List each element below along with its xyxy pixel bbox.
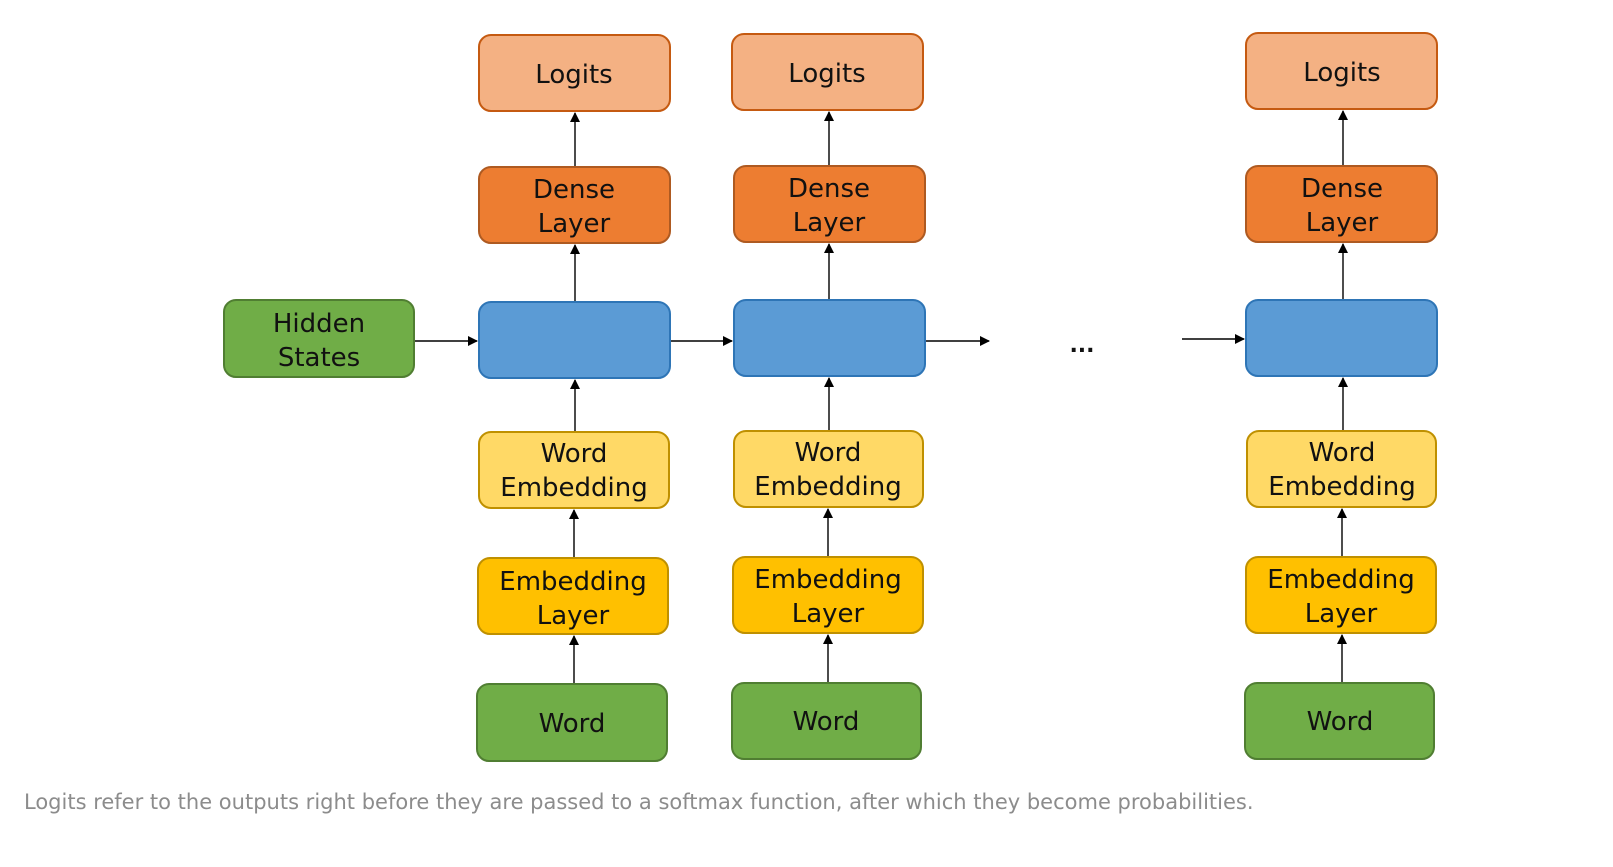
dense-layer-node: Dense Layer: [733, 165, 926, 243]
word-node: Word: [1244, 682, 1435, 760]
recurrent-cell-node: [733, 299, 926, 377]
embedding-layer-label-line1: Embedding: [754, 565, 901, 595]
embedding-layer-node: Embedding Layer: [732, 556, 924, 634]
dense-layer-label-line2: Layer: [1306, 208, 1379, 238]
dense-layer-node: Dense Layer: [1245, 165, 1438, 243]
logits-node: Logits: [478, 34, 671, 112]
word-label: Word: [793, 707, 860, 737]
embedding-layer-label-line2: Layer: [1305, 599, 1378, 629]
hidden-states-label-line1: Hidden: [273, 309, 365, 339]
embedding-layer-label-line2: Layer: [792, 599, 865, 629]
embedding-layer-label-line2: Layer: [537, 601, 610, 631]
word-embedding-node: Word Embedding: [733, 430, 924, 508]
embedding-layer-label-line1: Embedding: [1267, 565, 1414, 595]
dense-layer-label-line1: Dense: [533, 175, 615, 205]
recurrent-cell-node: [478, 301, 671, 379]
embedding-layer-label-line1: Embedding: [499, 567, 646, 597]
timestep-column-2: Logits Dense Layer Word Embedding Embedd…: [731, 33, 926, 760]
logits-node: Logits: [731, 33, 924, 111]
word-embedding-node: Word Embedding: [478, 431, 670, 509]
embedding-layer-node: Embedding Layer: [1245, 556, 1437, 634]
hidden-states-node: Hidden States: [223, 299, 415, 378]
word-label: Word: [1307, 707, 1374, 737]
word-embedding-label-line1: Word: [795, 438, 862, 468]
word-label: Word: [539, 709, 606, 739]
logits-label: Logits: [788, 59, 865, 89]
logits-label: Logits: [1303, 58, 1380, 88]
logits-label: Logits: [535, 60, 612, 90]
recurrent-cell-node: [1245, 299, 1438, 377]
dense-layer-label-line2: Layer: [793, 208, 866, 238]
figure-caption: Logits refer to the outputs right before…: [24, 790, 1254, 814]
dense-layer-node: Dense Layer: [478, 166, 671, 244]
word-embedding-label-line1: Word: [541, 439, 608, 469]
word-node: Word: [476, 683, 668, 762]
word-embedding-label-line1: Word: [1309, 438, 1376, 468]
word-embedding-node: Word Embedding: [1246, 430, 1437, 508]
hidden-states-label-line2: States: [278, 343, 360, 373]
dense-layer-label-line1: Dense: [1301, 174, 1383, 204]
word-embedding-label-line2: Embedding: [754, 472, 901, 502]
timestep-column-last: Logits Dense Layer Word Embedding Embedd…: [1244, 32, 1438, 760]
ellipsis: ...: [1069, 333, 1094, 358]
dense-layer-label-line2: Layer: [538, 209, 611, 239]
word-node: Word: [731, 682, 922, 760]
word-embedding-label-line2: Embedding: [500, 473, 647, 503]
word-embedding-label-line2: Embedding: [1268, 472, 1415, 502]
logits-node: Logits: [1245, 32, 1438, 110]
dense-layer-label-line1: Dense: [788, 174, 870, 204]
timestep-column-1: Logits Dense Layer Word Embedding Embedd…: [476, 34, 671, 762]
embedding-layer-node: Embedding Layer: [477, 557, 669, 635]
